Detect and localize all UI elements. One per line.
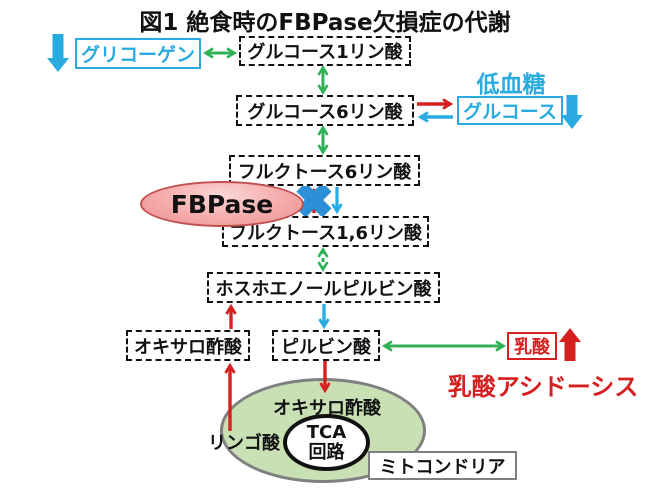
glycogen-box: グリコーゲン bbox=[75, 38, 201, 69]
tca-cycle-ellipse: TCA 回路 bbox=[283, 414, 370, 471]
fbpase-blocked-cross-icon bbox=[296, 182, 332, 218]
figure-title: 図1 絶食時のFBPase欠損症の代謝 bbox=[139, 10, 511, 36]
glycogen-decrease-icon bbox=[47, 34, 69, 72]
fbpase-enzyme-ellipse: FBPase bbox=[140, 181, 304, 227]
mitochondria-label-box: ミトコンドリア bbox=[368, 451, 517, 480]
hypoglycemia-label: 低血糖 bbox=[476, 72, 546, 98]
lactate-increase-icon bbox=[559, 328, 581, 361]
tca-label-line2: 回路 bbox=[308, 441, 345, 463]
glucose-decrease-icon bbox=[561, 95, 583, 129]
lactate-box: 乳酸 bbox=[507, 332, 557, 360]
lactic-acidosis-label: 乳酸アシドーシス bbox=[447, 373, 639, 401]
tca-label-line1: TCA bbox=[306, 421, 347, 443]
malate-label: リンゴ酸 bbox=[208, 433, 280, 454]
oxaloacetate-cytosol-box: オキサロ酢酸 bbox=[126, 330, 250, 361]
oxaloacetate-mito-label: オキサロ酢酸 bbox=[273, 398, 381, 419]
glucose-1-phosphate-box: グルコース1リン酸 bbox=[239, 36, 411, 66]
glucose-box: グルコース bbox=[457, 96, 563, 125]
pyruvate-box: ピルビン酸 bbox=[272, 330, 380, 361]
glucose-6-phosphate-box: グルコース6リン酸 bbox=[236, 95, 414, 126]
phosphoenolpyruvate-box: ホスホエノールピルビン酸 bbox=[207, 272, 440, 303]
fructose-6-phosphate-box: フルクトース6リン酸 bbox=[229, 155, 420, 186]
